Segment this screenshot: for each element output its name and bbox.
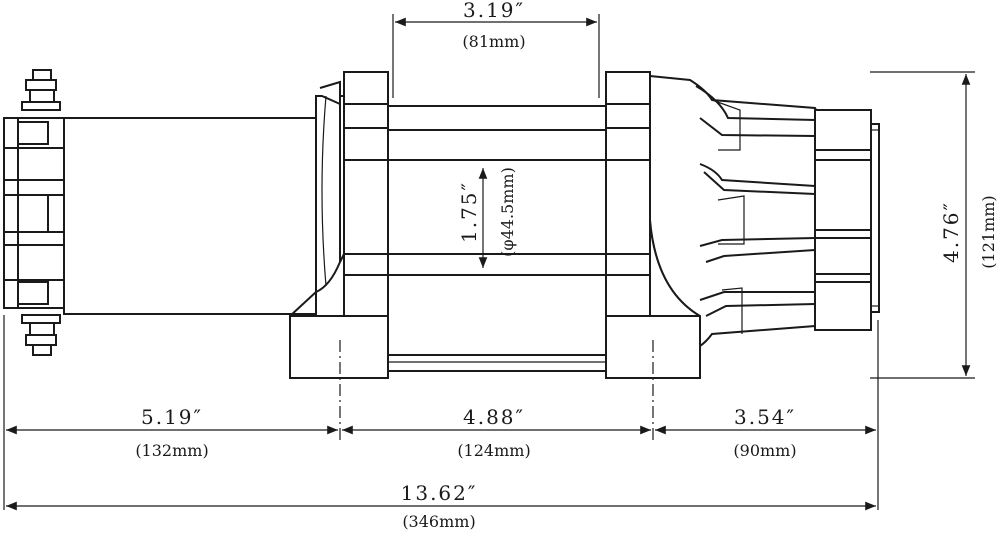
terminal-post-bottom xyxy=(21,314,61,356)
height-inch: 4.76″ xyxy=(939,201,963,263)
gearbox-offset-mm: (90mm) xyxy=(733,441,796,460)
gearbox-offset-inch: 3.54″ xyxy=(734,405,796,429)
dimension-lines xyxy=(3,14,975,511)
drum-diameter-inch: 1.75″ xyxy=(457,181,481,243)
gearbox-housing xyxy=(649,74,880,348)
dimension-labels: 3.19″ (81mm) 1.75″ (φ44.5mm) 4.76″ (121m… xyxy=(135,0,998,531)
height-mm: (121mm) xyxy=(979,195,998,268)
left-drum-support xyxy=(289,71,389,379)
winch-body xyxy=(3,69,880,379)
motor-housing xyxy=(63,117,317,315)
motor-end-cap xyxy=(3,117,65,309)
drum-width-mm: (81mm) xyxy=(462,32,525,51)
motor-offset-inch: 5.19″ xyxy=(141,405,203,429)
mount-spacing-mm: (124mm) xyxy=(457,441,530,460)
drum-width-inch: 3.19″ xyxy=(463,0,525,22)
drum-diameter-mm: (φ44.5mm) xyxy=(498,167,517,257)
overall-length-mm: (346mm) xyxy=(402,512,475,531)
mount-spacing-inch: 4.88″ xyxy=(463,405,525,429)
terminal-post-top xyxy=(21,69,61,111)
overall-length-inch: 13.62″ xyxy=(401,481,478,505)
motor-offset-mm: (132mm) xyxy=(135,441,208,460)
cable-drum xyxy=(387,105,607,372)
